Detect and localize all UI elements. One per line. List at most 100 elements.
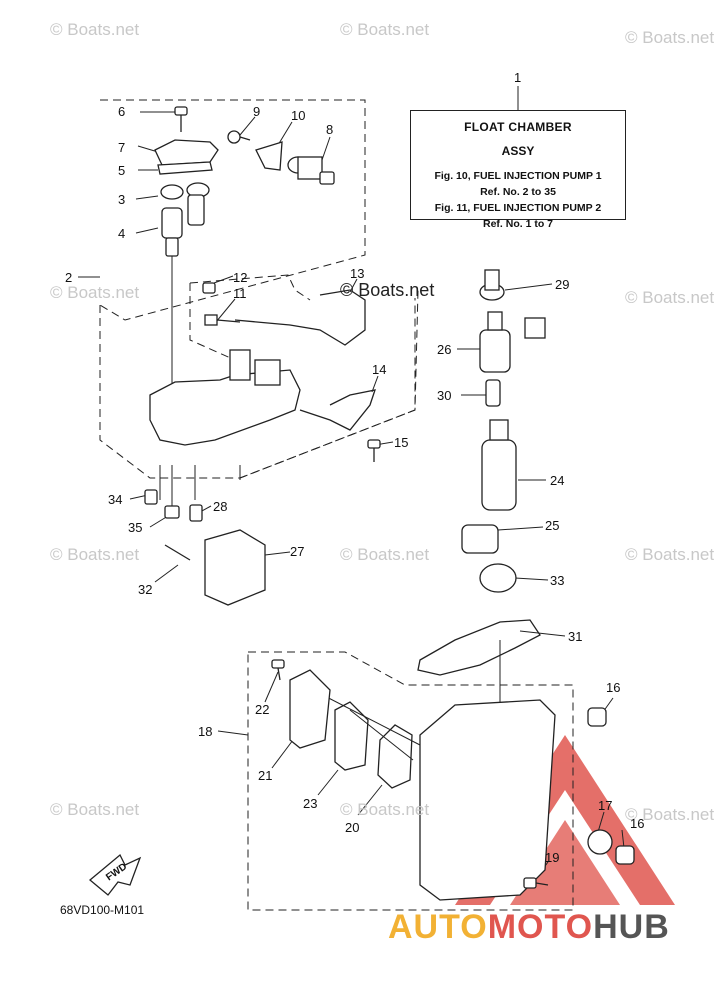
part-12-screw — [202, 282, 216, 294]
watermark: © Boats.net — [50, 800, 140, 819]
callout-18: 18 — [198, 724, 213, 739]
callout-29: 29 — [555, 277, 570, 292]
part-21-plate — [289, 669, 331, 749]
callout-21: 21 — [258, 768, 273, 783]
part-32-pin — [164, 544, 191, 561]
part-pump-body — [149, 369, 301, 446]
group-18-outline — [247, 651, 574, 911]
callout-12: 12 — [233, 270, 248, 285]
part-3-clamp — [160, 182, 210, 226]
part-35-nut — [164, 505, 180, 519]
callout-23: 23 — [303, 796, 318, 811]
part-16-plug-top — [587, 707, 607, 727]
callout-9: 9 — [253, 104, 261, 119]
part-14-hose — [299, 389, 376, 431]
ref-line-1: Fig. 10, FUEL INJECTION PUMP 1 — [434, 170, 602, 182]
watermark: © Boats.net — [50, 20, 140, 39]
callout-33: 33 — [550, 573, 565, 588]
callout-5: 5 — [118, 163, 126, 178]
part-27-cover — [204, 529, 266, 606]
part-5-gasket — [157, 161, 213, 175]
callout-4: 4 — [118, 226, 126, 241]
title-box-subtitle: ASSY — [501, 144, 535, 158]
part-15-screw — [367, 439, 381, 462]
part-26-filter — [479, 311, 511, 373]
callout-30: 30 — [437, 388, 452, 403]
watermark: © Boats.net — [340, 800, 430, 819]
watermark: © Boats.net — [625, 545, 714, 564]
part-17-seal — [587, 829, 613, 855]
watermark: © Boats.net — [625, 28, 714, 47]
callout-15: 15 — [394, 435, 409, 450]
watermark: © Boats.net — [625, 288, 714, 307]
part-20-gasket — [377, 724, 413, 789]
title-box: FLOAT CHAMBER ASSY Fig. 10, FUEL INJECTI… — [410, 110, 626, 230]
part-31-gasket — [417, 619, 541, 676]
callout-17: 17 — [598, 798, 613, 813]
watermark: © Boats.net — [50, 545, 140, 564]
callout-24: 24 — [550, 473, 565, 488]
part-24-pump — [481, 419, 517, 511]
callout-26: 26 — [437, 342, 452, 357]
part-connector — [524, 317, 546, 339]
part-6-screw — [174, 106, 188, 132]
watermark: © Boats.net — [340, 20, 430, 39]
diagram-code: 68VD100-M101 — [60, 903, 145, 917]
automotohub-logo-text: AUTOMOTOHUB — [388, 908, 670, 947]
part-13-hose — [234, 289, 366, 346]
callout-8: 8 — [326, 122, 334, 137]
brand-part-3: HUB — [593, 908, 670, 946]
ref-line-3: Fig. 11, FUEL INJECTION PUMP 2 — [434, 202, 602, 214]
title-box-title: FLOAT CHAMBER — [464, 120, 572, 134]
part-19-screw — [523, 877, 549, 889]
callout-7: 7 — [118, 140, 126, 155]
part-30-sleeve — [485, 379, 501, 407]
part-7-cover — [154, 139, 219, 166]
part-4-fitting — [161, 207, 183, 257]
part-10-bracket — [255, 141, 283, 171]
ref-line-2: Ref. No. 2 to 35 — [480, 186, 556, 198]
group-fuel-pump-outline — [239, 289, 419, 479]
callout-2: 2 — [65, 270, 73, 285]
callout-28: 28 — [213, 499, 228, 514]
callout-20: 20 — [345, 820, 360, 835]
callout-10: 10 — [291, 108, 306, 123]
brand-part-1: AUTO — [388, 908, 488, 946]
callout-16-top: 16 — [606, 680, 621, 695]
watermark: © Boats.net — [340, 545, 430, 564]
watermark-center: © Boats.net — [340, 280, 435, 300]
callout-31: 31 — [568, 629, 583, 644]
part-8-regulator — [287, 156, 335, 185]
group-2-outline — [99, 99, 366, 321]
callout-32: 32 — [138, 582, 153, 597]
part-23-gasket — [334, 701, 369, 771]
watermark: © Boats.net — [625, 805, 714, 824]
watermark: © Boats.net — [50, 283, 140, 302]
part-16-plug-bottom — [615, 845, 635, 865]
callout-27: 27 — [290, 544, 305, 559]
part-float-chamber — [419, 699, 556, 901]
title-box-refs: Fig. 10, FUEL INJECTION PUMP 1 Ref. No. … — [411, 168, 625, 232]
callout-11: 11 — [233, 286, 247, 301]
callout-3: 3 — [118, 192, 126, 207]
part-28-plug — [189, 504, 203, 522]
part-9-screw — [227, 130, 251, 144]
ref-line-4: Ref. No. 1 to 7 — [482, 218, 553, 230]
part-11-fitting — [204, 314, 241, 326]
part-33-retainer — [479, 563, 517, 593]
part-29-grommet — [479, 269, 505, 301]
callout-13: 13 — [350, 266, 365, 281]
part-22-screw — [271, 659, 285, 681]
part-34-bolt — [144, 489, 158, 505]
callout-19: 19 — [545, 850, 560, 865]
callout-35: 35 — [128, 520, 143, 535]
callout-6: 6 — [118, 104, 126, 119]
callout-14: 14 — [372, 362, 387, 377]
callout-22: 22 — [255, 702, 270, 717]
callout-34: 34 — [108, 492, 123, 507]
fwd-arrow-icon: FWD — [88, 853, 142, 896]
callout-16-bottom: 16 — [630, 816, 645, 831]
callout-1: 1 — [514, 70, 522, 85]
brand-part-2: MOTO — [487, 908, 594, 946]
